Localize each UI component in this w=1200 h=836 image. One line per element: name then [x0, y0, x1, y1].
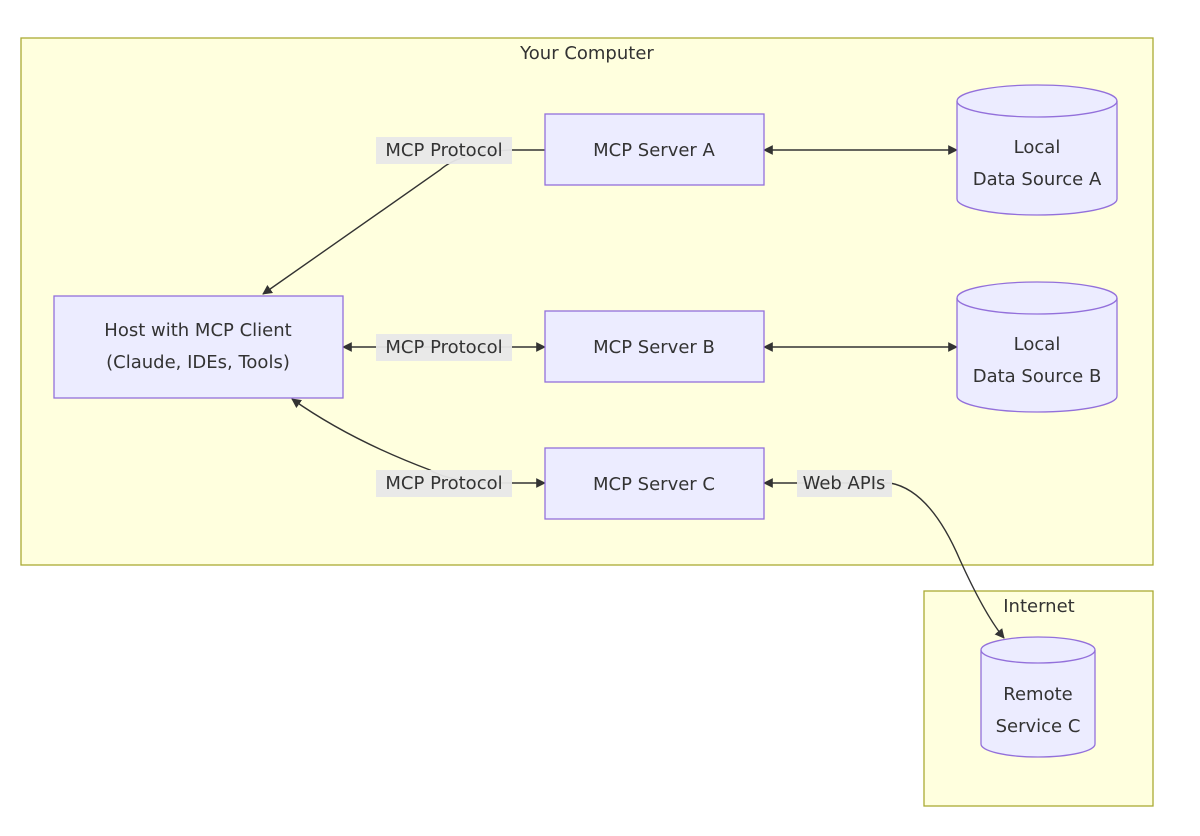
group-your-computer-title: Your Computer	[519, 43, 654, 64]
edge-label-host-server-b: MCP Protocol	[376, 334, 512, 361]
edge-label-host-server-c: MCP Protocol	[376, 470, 512, 497]
edge-label-text: MCP Protocol	[385, 140, 502, 161]
node-data-source-b-line1: Local	[1014, 334, 1061, 355]
edge-label-text: MCP Protocol	[385, 473, 502, 494]
edge-label-text: Web APIs	[803, 473, 886, 494]
node-remote-service-c: Remote Service C	[980, 636, 1096, 758]
edge-server-c-remote-c	[763, 478, 1005, 639]
node-server-b: MCP Server B	[544, 310, 765, 383]
node-host: Host with MCP Client (Claude, IDEs, Tool…	[53, 295, 344, 399]
node-server-c: MCP Server C	[544, 447, 765, 520]
node-host-line1: Host with MCP Client	[104, 320, 291, 341]
group-internet-title: Internet	[1003, 596, 1074, 617]
node-server-c-label: MCP Server C	[593, 474, 715, 495]
node-server-a-label: MCP Server A	[593, 140, 715, 161]
edge-label-text: MCP Protocol	[385, 337, 502, 358]
edge-label-host-server-a: MCP Protocol	[376, 137, 512, 164]
node-data-source-a-line2: Data Source A	[973, 169, 1102, 190]
edge-label-server-c-remote: Web APIs	[797, 470, 892, 497]
node-data-source-a: Local Data Source A	[956, 84, 1118, 216]
node-host-line2: (Claude, IDEs, Tools)	[106, 352, 290, 373]
node-data-source-b: Local Data Source B	[956, 281, 1118, 413]
node-remote-service-c-line1: Remote	[1003, 684, 1072, 705]
node-data-source-a-line1: Local	[1014, 137, 1061, 158]
node-data-source-b-line2: Data Source B	[973, 366, 1102, 387]
node-server-b-label: MCP Server B	[593, 337, 715, 358]
node-server-a: MCP Server A	[544, 113, 765, 186]
node-remote-service-c-line2: Service C	[996, 716, 1081, 737]
